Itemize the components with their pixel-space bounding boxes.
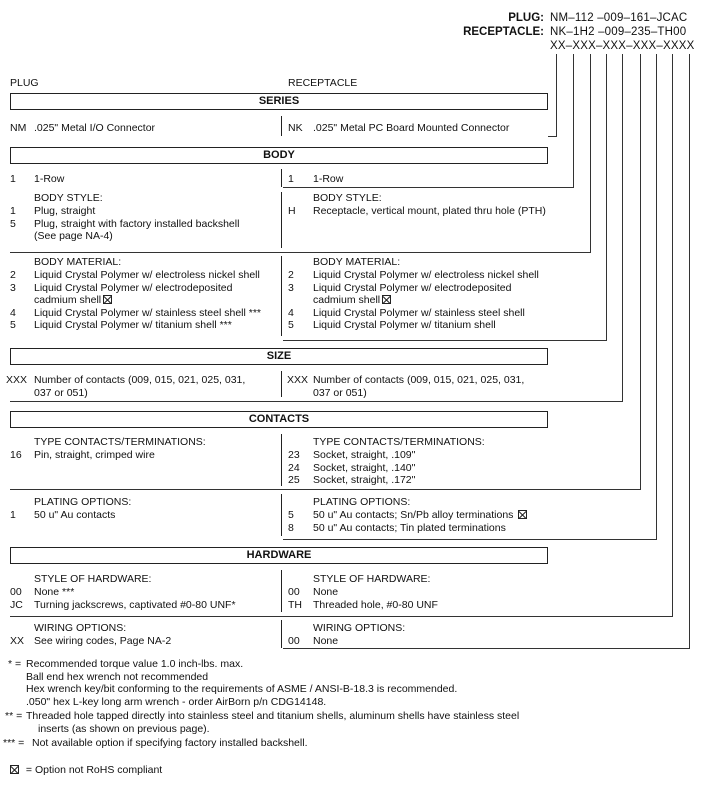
- body-style-receptacle-text: Receptacle, vertical mount, plated thru …: [313, 205, 546, 217]
- wiring-receptacle-heading: WIRING OPTIONS:: [313, 622, 406, 634]
- list-item: Liquid Crystal Polymer w/ titanium shell: [313, 319, 496, 331]
- plating-receptacle-heading: PLATING OPTIONS:: [313, 496, 411, 508]
- list-item: Turning jackscrews, captivated #0-80 UNF…: [34, 598, 236, 611]
- list-item: (See page NA-4): [34, 230, 113, 242]
- list-item: Socket, straight, .172": [313, 474, 416, 486]
- size-plug-text: Number of contacts (009, 015, 021, 025, …: [34, 374, 246, 399]
- series-receptacle-text: .025" Metal PC Board Mounted Connector: [313, 122, 510, 134]
- body-material-receptacle-list: Liquid Crystal Polymer w/ electroless ni…: [313, 269, 539, 332]
- hardware-style-receptacle-list: None Threaded hole, #0-80 UNF: [313, 586, 438, 611]
- wiring-receptacle-text: None: [313, 635, 339, 647]
- wiring-plug-text: See wiring codes, Page NA-2: [34, 635, 172, 647]
- body-material-plug-heading: BODY MATERIAL:: [34, 256, 122, 268]
- list-item: 50 u" Au contacts; Tin plated terminatio…: [313, 521, 506, 534]
- list-item: Socket, straight, .140": [313, 461, 416, 474]
- body-style-plug-list: Plug, straight Plug, straight with facto…: [34, 205, 239, 243]
- note-3: Not available option if specifying facto…: [32, 737, 308, 749]
- size-receptacle-code: XXX: [287, 374, 309, 386]
- hardware-style-receptacle-heading: STYLE OF HARDWARE:: [313, 573, 431, 585]
- contacts-type-plug-code: 16: [10, 449, 22, 461]
- list-item: 50 u" Au contacts; Sn/Pb alloy terminati…: [313, 509, 528, 522]
- wiring-plug-heading: WIRING OPTIONS:: [34, 622, 127, 634]
- plating-plug-heading: PLATING OPTIONS:: [34, 496, 132, 508]
- list-item: Liquid Crystal Polymer w/ electrodeposit…: [34, 281, 233, 294]
- list-item: Liquid Crystal Polymer w/ electroless ni…: [313, 269, 539, 281]
- plating-plug-text: 50 u" Au contacts: [34, 509, 116, 521]
- hardware-style-plug-heading: STYLE OF HARDWARE:: [34, 573, 152, 585]
- note-2-mark: ** =: [5, 710, 23, 722]
- contacts-type-plug-text: Pin, straight, crimped wire: [34, 449, 155, 461]
- body-section-title: BODY: [10, 147, 548, 164]
- list-item: cadmium shell: [34, 294, 261, 307]
- list-item: Liquid Crystal Polymer w/ electroless ni…: [34, 269, 260, 281]
- body-style-receptacle-code: H: [288, 205, 296, 217]
- note-1-mark: * =: [8, 658, 22, 670]
- list-item: Threaded hole, #0-80 UNF: [313, 598, 438, 611]
- contacts-type-plug-heading: TYPE CONTACTS/TERMINATIONS:: [34, 436, 206, 448]
- series-plug-code: NM: [10, 122, 27, 134]
- not-rohs-icon: [518, 510, 528, 519]
- body-style-receptacle-heading: BODY STYLE:: [313, 192, 382, 204]
- series-receptacle-code: NK: [288, 122, 303, 134]
- receptacle-label: RECEPTACLE:: [463, 26, 544, 38]
- wiring-receptacle-code: 00: [288, 635, 300, 647]
- not-rohs-icon: [10, 765, 19, 774]
- list-item: None: [313, 586, 339, 598]
- contacts-type-receptacle-heading: TYPE CONTACTS/TERMINATIONS:: [313, 436, 485, 448]
- hardware-section-title: HARDWARE: [10, 547, 548, 564]
- contacts-section-title: CONTACTS: [10, 411, 548, 428]
- size-receptacle-text: Number of contacts (009, 015, 021, 025, …: [313, 374, 525, 399]
- receptacle-column-header: RECEPTACLE: [288, 77, 358, 89]
- plug-part-number: NM–112 –009–161–JCAC: [550, 12, 688, 24]
- note-2: Threaded hole tapped directly into stain…: [26, 710, 520, 735]
- body-rows-receptacle-text: 1-Row: [313, 173, 344, 185]
- template-part-number: XX–XXX–XXX–XXX–XXXX: [550, 40, 695, 52]
- list-item: Liquid Crystal Polymer w/ stainless stee…: [313, 306, 525, 319]
- note-1: Recommended torque value 1.0 inch-lbs. m…: [26, 658, 458, 708]
- plug-label: PLUG:: [508, 12, 544, 24]
- list-item: cadmium shell: [313, 294, 539, 307]
- size-plug-code: XXX: [6, 374, 28, 386]
- list-item: Plug, straight: [34, 205, 96, 217]
- list-item: Liquid Crystal Polymer w/ stainless stee…: [34, 306, 262, 319]
- size-section-title: SIZE: [10, 348, 548, 365]
- list-item: Plug, straight with factory installed ba…: [34, 217, 240, 230]
- wiring-plug-code: XX: [10, 635, 25, 647]
- not-rohs-icon: [382, 295, 392, 304]
- hardware-style-plug-list: None *** Turning jackscrews, captivated …: [34, 586, 236, 611]
- plug-column-header: PLUG: [10, 77, 39, 89]
- contacts-type-receptacle-list: Socket, straight, .109" Socket, straight…: [313, 449, 415, 487]
- series-plug-text: .025" Metal I/O Connector: [34, 122, 156, 134]
- not-rohs-icon: [103, 295, 113, 304]
- body-rows-receptacle-code: 1: [288, 173, 294, 185]
- list-item: Socket, straight, .109": [313, 449, 416, 461]
- body-material-receptacle-heading: BODY MATERIAL:: [313, 256, 401, 268]
- rohs-legend: = Option not RoHS compliant: [10, 764, 162, 777]
- body-style-plug-heading: BODY STYLE:: [34, 192, 103, 204]
- plating-plug-code: 1: [10, 509, 16, 521]
- body-material-plug-list: Liquid Crystal Polymer w/ electroless ni…: [34, 269, 261, 332]
- list-item: Liquid Crystal Polymer w/ titanium shell…: [34, 319, 232, 331]
- body-rows-plug-code: 1: [10, 173, 16, 185]
- body-rows-plug-text: 1-Row: [34, 173, 65, 185]
- plating-receptacle-list: 50 u" Au contacts; Sn/Pb alloy terminati…: [313, 509, 528, 534]
- note-3-mark: *** =: [3, 737, 25, 749]
- list-item: Liquid Crystal Polymer w/ electrodeposit…: [313, 281, 512, 294]
- list-item: None ***: [34, 586, 75, 598]
- series-section-title: SERIES: [10, 93, 548, 110]
- receptacle-part-number: NK–1H2 –009–235–TH00: [550, 26, 687, 38]
